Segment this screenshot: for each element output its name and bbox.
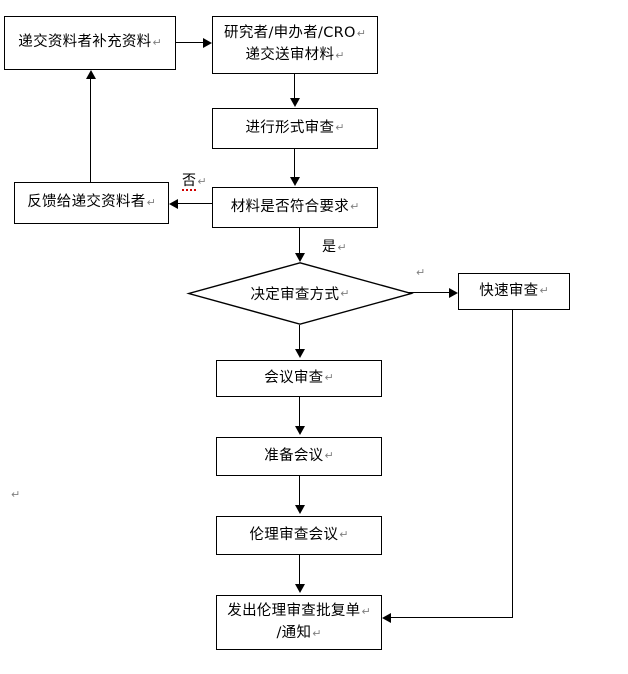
- node-issue-approval-label-line1: 发出伦理审查批复单: [227, 602, 361, 619]
- node-submit[interactable]: 研究者/申办者/CRO↵ 递交送审材料↵: [212, 16, 378, 74]
- arrowhead-meeting-to-prepare: [294, 426, 305, 435]
- node-formal-review-label: 进行形式审查: [245, 119, 335, 136]
- edge-decide-to-fast-review: [406, 292, 450, 294]
- branch-label-no: 否↵: [182, 170, 207, 191]
- edge-submit-to-formal-review: [294, 74, 296, 99]
- arrowhead-ethics-to-issue: [294, 584, 305, 593]
- node-formal-review[interactable]: 进行形式审查↵: [212, 108, 378, 149]
- node-issue-approval[interactable]: 发出伦理审查批复单↵ /通知↵: [216, 595, 382, 650]
- pilcrow-mark: ↵: [197, 175, 207, 188]
- node-submit-label-line1: 研究者/申办者/CRO: [224, 25, 356, 42]
- arrowhead-feedback-to-supplement: [85, 70, 96, 79]
- node-ethics-meeting-label: 伦理审查会议: [249, 526, 339, 543]
- pilcrow-mark: ↵: [146, 195, 156, 209]
- edge-decide-to-meeting-review: [299, 325, 301, 350]
- stray-pilcrow-right-icon: ↵: [416, 266, 425, 279]
- edge-check-to-decide: [299, 228, 301, 255]
- arrowhead-prepare-to-ethics: [294, 505, 305, 514]
- edge-formal-review-to-check: [294, 149, 296, 178]
- pilcrow-mark: ↵: [152, 35, 162, 49]
- arrowhead-submit-to-formal-review: [289, 98, 300, 107]
- pilcrow-mark: ↵: [539, 284, 549, 298]
- branch-label-yes-text: 是: [322, 239, 337, 255]
- node-ethics-meeting[interactable]: 伦理审查会议↵: [216, 516, 382, 555]
- node-decide-method-label: 决定审查方式: [250, 287, 340, 303]
- stray-pilcrow-left-icon: ↵: [11, 488, 20, 501]
- arrowhead-formal-review-to-check: [289, 177, 300, 186]
- pilcrow-mark: ↵: [340, 287, 350, 300]
- pilcrow-mark: ↵: [350, 200, 360, 214]
- node-supplement[interactable]: 递交资料者补充资料↵: [4, 16, 176, 70]
- stray-pilcrow-right-text: ↵: [416, 266, 426, 279]
- node-fast-review[interactable]: 快速审查↵: [458, 273, 570, 310]
- edge-meeting-to-prepare: [299, 397, 301, 427]
- node-feedback-label: 反馈给递交资料者: [27, 194, 146, 211]
- edge-check-to-feedback: [178, 203, 212, 205]
- edge-ethics-to-issue: [299, 555, 301, 585]
- node-prepare-meeting[interactable]: 准备会议↵: [216, 437, 382, 476]
- pilcrow-mark: ↵: [324, 449, 334, 463]
- arrowhead-decide-to-fast-review: [449, 287, 458, 298]
- node-decide-method-label-wrap: 决定审查方式↵: [188, 262, 412, 325]
- stray-pilcrow-left-text: ↵: [11, 488, 21, 501]
- pilcrow-mark: ↵: [337, 241, 347, 254]
- node-decide-method[interactable]: 决定审查方式↵: [186, 262, 414, 325]
- node-meeting-review[interactable]: 会议审查↵: [216, 360, 382, 397]
- arrowhead-check-to-decide: [294, 253, 305, 262]
- node-issue-approval-label-line2: /通知: [276, 624, 312, 641]
- edge-fast-review-to-issue: [391, 617, 513, 619]
- edge-feedback-to-supplement: [90, 79, 92, 182]
- node-submit-label-line2: 递交送审材料: [245, 47, 335, 63]
- diamond-shape: [186, 262, 414, 325]
- pilcrow-mark: ↵: [312, 626, 322, 640]
- pilcrow-mark: ↵: [335, 49, 345, 62]
- branch-label-yes: 是↵: [322, 236, 347, 256]
- edge-fast-review-down: [512, 310, 514, 618]
- pilcrow-mark: ↵: [324, 371, 334, 385]
- arrowhead-fast-review-to-issue: [382, 612, 391, 623]
- node-fast-review-label: 快速审查: [479, 282, 539, 299]
- node-prepare-meeting-label: 准备会议: [264, 447, 324, 464]
- node-check-requirements-label: 材料是否符合要求: [230, 198, 350, 215]
- pilcrow-mark: ↵: [361, 604, 371, 618]
- arrowhead-decide-to-meeting-review: [294, 349, 305, 358]
- node-check-requirements[interactable]: 材料是否符合要求↵: [212, 187, 378, 228]
- pilcrow-mark: ↵: [335, 121, 345, 135]
- node-meeting-review-label: 会议审查: [264, 369, 324, 386]
- arrowhead-supplement-to-submit: [203, 37, 212, 48]
- edge-prepare-to-ethics: [299, 476, 301, 506]
- node-supplement-label: 递交资料者补充资料: [18, 34, 152, 51]
- arrowhead-check-to-feedback: [169, 198, 178, 209]
- node-feedback[interactable]: 反馈给递交资料者↵: [14, 182, 169, 224]
- pilcrow-mark: ↵: [356, 27, 366, 41]
- branch-label-no-text: 否: [182, 173, 197, 191]
- pilcrow-mark: ↵: [339, 528, 349, 542]
- edge-supplement-to-submit: [176, 42, 204, 44]
